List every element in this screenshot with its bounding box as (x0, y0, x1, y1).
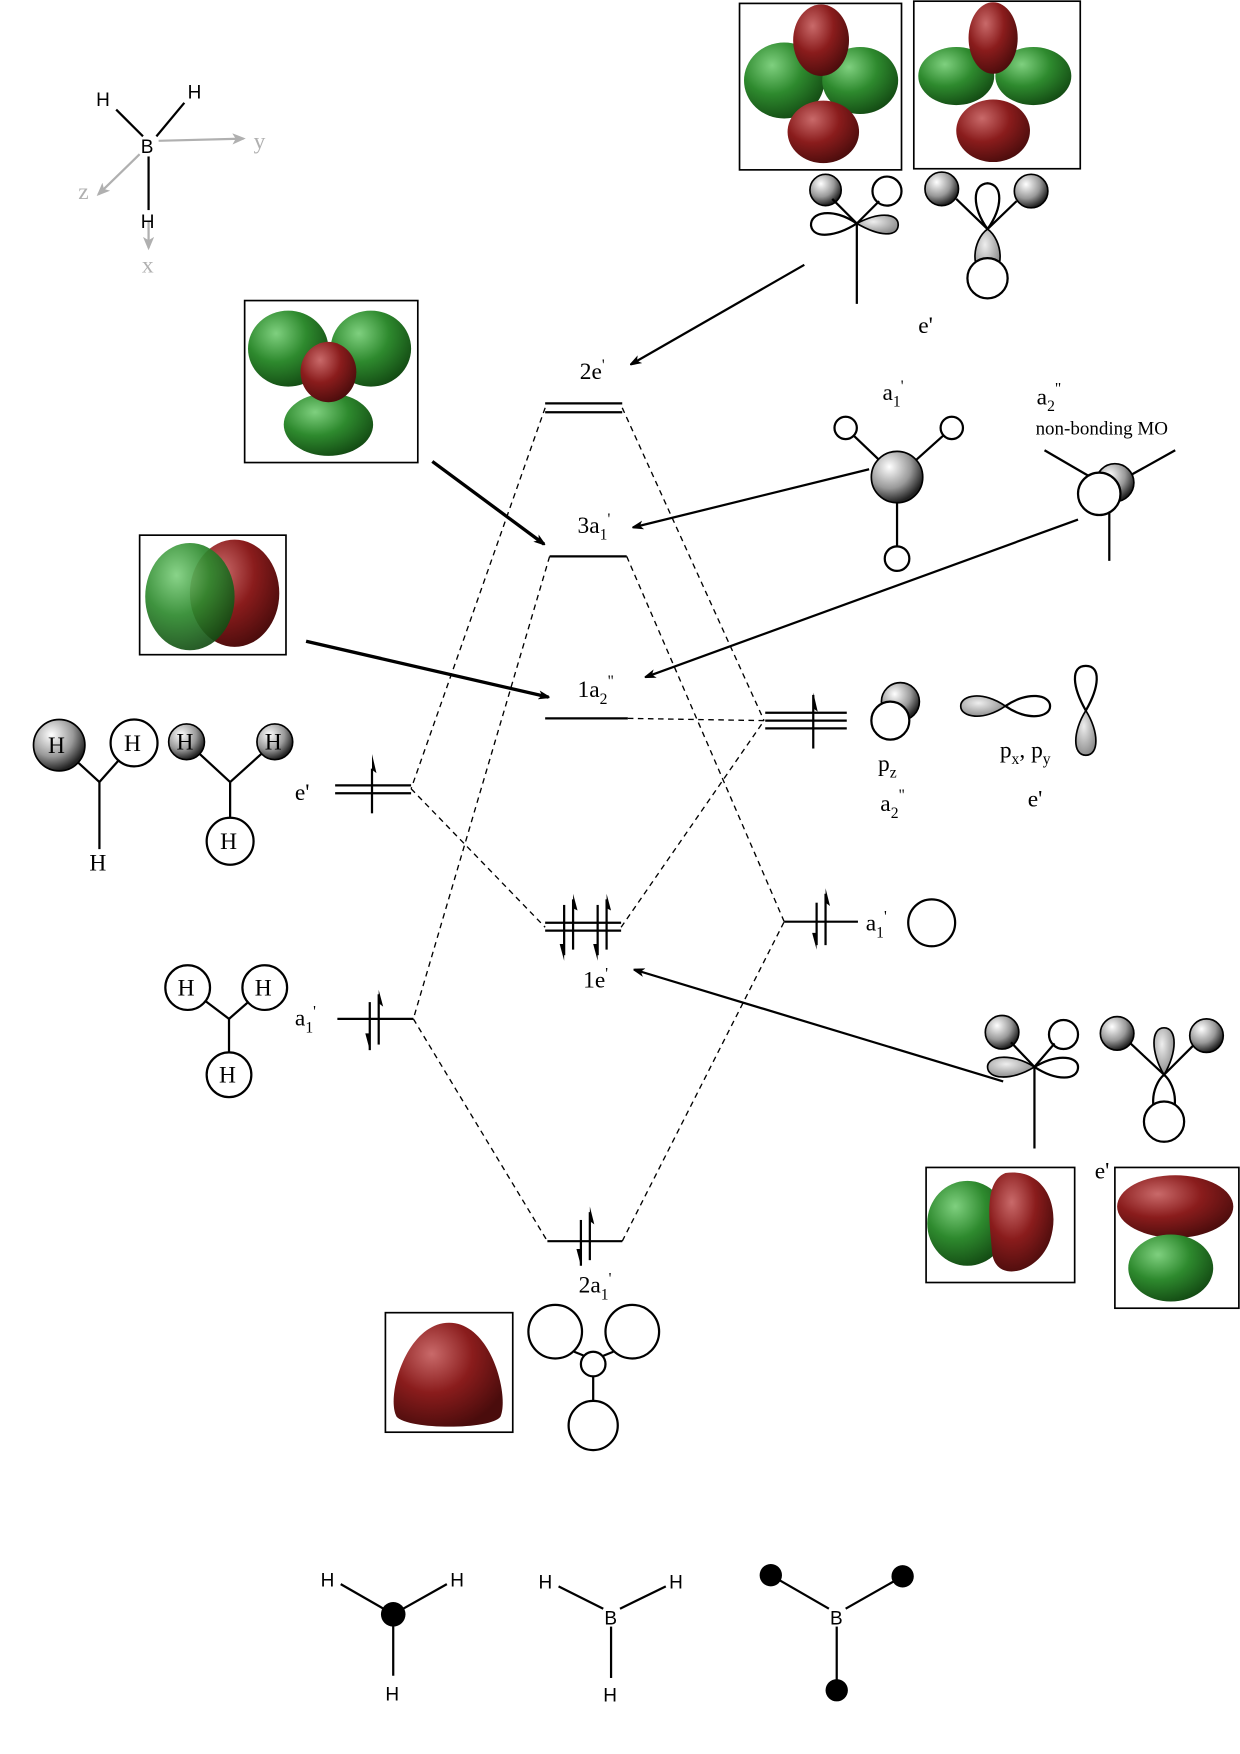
orbital-render-2e-b (912, 0, 1082, 170)
svg-text:H: H (669, 1573, 683, 1594)
mo-level-2a1 (547, 1206, 623, 1266)
sketch-2e-a (809, 173, 903, 304)
arrow-to-1a2 (646, 518, 1079, 678)
orbital-render-1a2 (138, 534, 287, 656)
sketch-py-orbital (1073, 664, 1098, 757)
mo-label-1e: 1e' (583, 966, 608, 994)
boron-p-level (765, 692, 847, 749)
h3-a1-level (337, 989, 414, 1051)
axis-h-label: H (96, 90, 110, 111)
svg-text:H: H (538, 1573, 552, 1594)
sketch-h3-e-b: H H H (167, 723, 294, 866)
axis-z-label: z (78, 179, 88, 205)
arrow-to-1e (635, 970, 1004, 1083)
structure-boron-fragment: B (759, 1564, 914, 1702)
h3-e-level (335, 754, 412, 814)
svg-text:H: H (177, 730, 194, 756)
orbital-render-1e-b (1114, 1166, 1240, 1310)
sketch-2e-b (924, 171, 1049, 300)
mo-label-1a2: 1a2" (578, 673, 614, 708)
mo-label-2a1: 2a1' (579, 1271, 612, 1304)
arrow-render-to-1a2 (305, 639, 548, 697)
axis-boron-label: B (141, 137, 154, 158)
svg-text:H: H (178, 975, 195, 1001)
boron-e-label: e' (918, 313, 933, 339)
arrow-to-2e (631, 263, 805, 364)
svg-text:H: H (603, 1685, 617, 1706)
h3-a1-label: a1' (295, 1004, 316, 1037)
mo-label-3a1: 3a1' (578, 511, 611, 544)
sketch-px-orbital (959, 694, 1052, 718)
axis-h-label: H (141, 212, 155, 233)
sketch-h3-e-a: H H H (32, 718, 159, 876)
structure-bh3: B H H H (538, 1573, 682, 1707)
sketch-2a1 (527, 1303, 661, 1452)
orbital-render-3a1 (243, 299, 419, 464)
boron-s-level (784, 888, 858, 950)
pxpy-symmetry-label: e' (1028, 787, 1043, 813)
orbital-render-1e-a (925, 1166, 1076, 1284)
axis-x-label: x (142, 253, 154, 279)
svg-text:H: H (48, 733, 65, 759)
mo-level-2e (545, 402, 623, 414)
sketch-boron-a2-nonbonding (1043, 449, 1176, 561)
structure-h3-fragment: H H H (321, 1570, 464, 1705)
svg-text:H: H (321, 1570, 335, 1591)
svg-text:H: H (124, 731, 141, 757)
mo-label-2e: 2e' (580, 357, 605, 385)
boron-a1-label: a1' (883, 378, 904, 411)
coordinate-axes: B H H H y z x (78, 82, 265, 278)
sketch-boron-a1 (833, 415, 965, 573)
sketch-h3-a1: H H H (164, 964, 289, 1099)
svg-text:H: H (255, 975, 272, 1001)
sketch-boron-s-orbital (907, 898, 957, 948)
svg-text:H: H (219, 1063, 236, 1089)
svg-text:B: B (604, 1608, 617, 1629)
boron-a2-label: a2" (1037, 380, 1062, 415)
axis-h-label: H (188, 82, 202, 103)
pxpy-label: px, py (1000, 737, 1051, 768)
nonbonding-mo-label: non-bonding MO (1036, 419, 1168, 440)
h3-e-label: e' (295, 780, 310, 806)
arrow-to-3a1 (431, 460, 544, 544)
svg-text:H: H (265, 730, 282, 756)
orbital-render-2e-a (738, 2, 903, 171)
svg-text:H: H (89, 850, 106, 876)
orbital-render-2a1 (384, 1311, 514, 1434)
correlation-lines (410, 407, 785, 1242)
svg-text:H: H (220, 829, 237, 855)
pz-symmetry-label: a2" (880, 787, 905, 822)
pz-label: pz (878, 751, 897, 782)
svg-text:B: B (830, 1608, 843, 1629)
svg-text:H: H (450, 1570, 464, 1591)
mo-level-1e (545, 893, 622, 961)
sketch-pz-orbital (870, 681, 921, 741)
sketch-1e-a (984, 1014, 1080, 1149)
axis-y-label: y (254, 129, 266, 155)
boron-s-label: a1' (866, 909, 887, 942)
arrow-a1-to-3a1 (633, 468, 870, 527)
boron-bottom-e-label: e' (1095, 1159, 1110, 1185)
svg-text:H: H (385, 1684, 399, 1705)
sketch-1e-b (1099, 1015, 1225, 1143)
nonbonding-correlation (627, 717, 765, 722)
